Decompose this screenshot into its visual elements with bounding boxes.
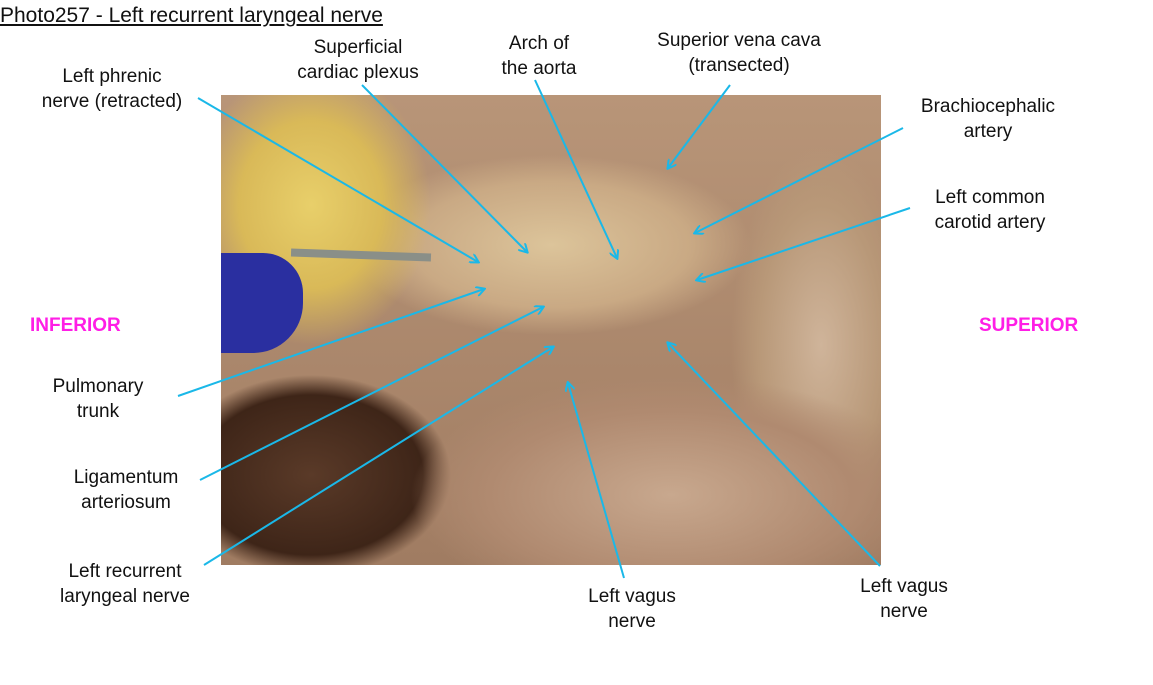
leader-arch-aorta	[534, 79, 617, 258]
label-superior-vena-cava: Superior vena cava(transected)	[657, 30, 821, 76]
page-title: Photo257 - Left recurrent laryngeal nerv…	[0, 4, 383, 27]
leader-superficial-cardiac	[361, 84, 527, 252]
leader-vagus-right	[668, 343, 881, 567]
leader-left-common-carotid	[697, 207, 911, 280]
leader-pulmonary-trunk	[177, 289, 484, 397]
leader-svc	[668, 84, 731, 168]
leader-recurrent-laryngeal	[203, 347, 553, 566]
direction-inferior: INFERIOR	[30, 315, 121, 336]
leader-vagus-bottom	[568, 383, 625, 579]
leader-brachiocephalic	[695, 127, 904, 233]
leader-ligamentum	[199, 307, 543, 481]
leader-left-phrenic	[197, 97, 478, 262]
direction-superior: SUPERIOR	[979, 315, 1079, 336]
gloved-hand	[221, 253, 303, 353]
